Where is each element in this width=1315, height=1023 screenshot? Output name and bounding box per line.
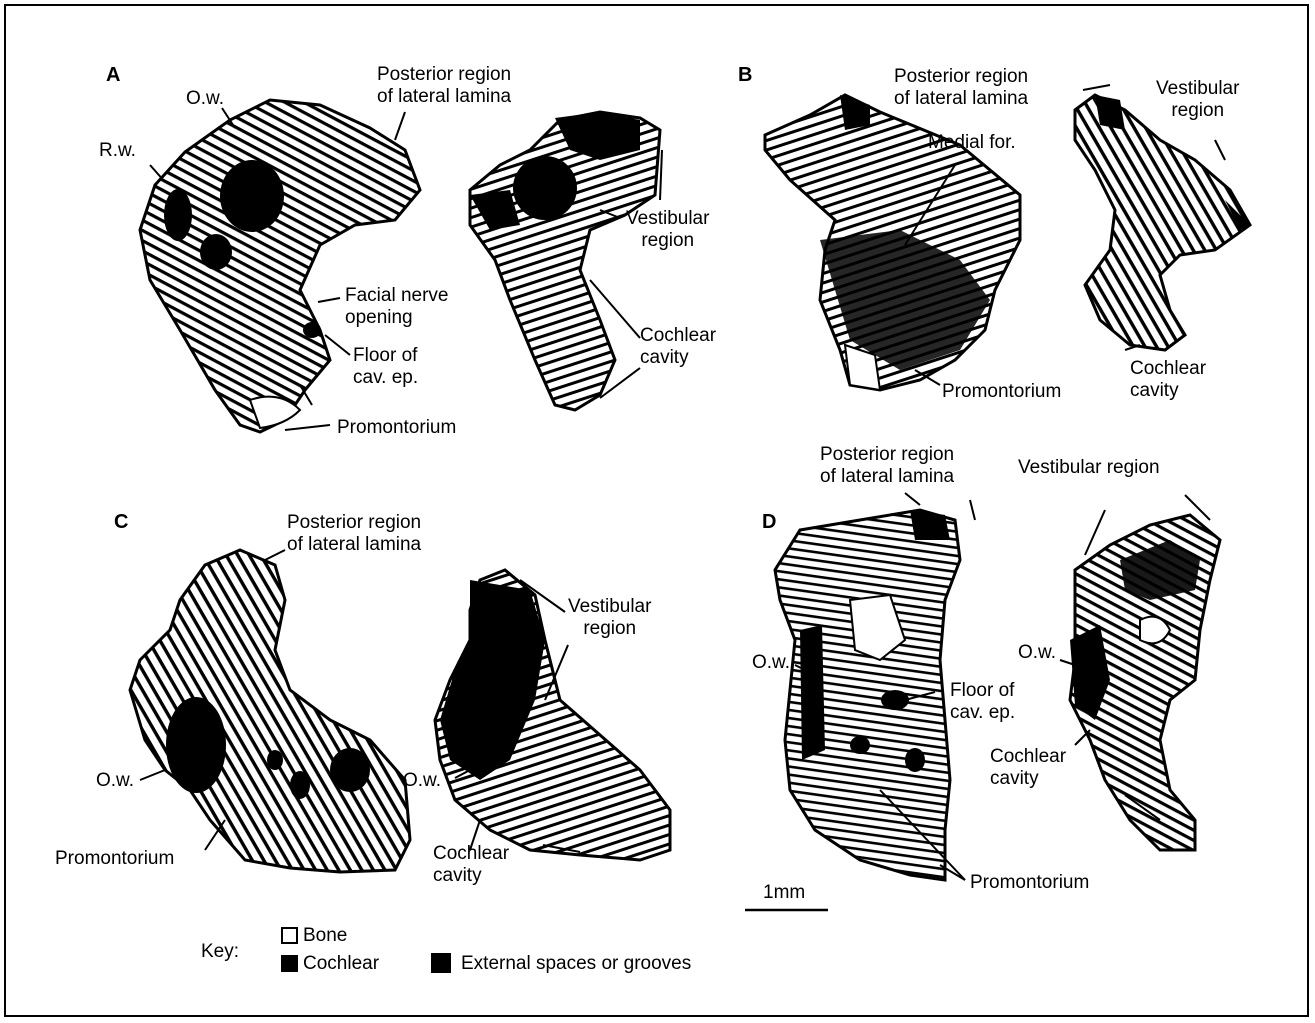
label-c-oval-window-right: O.w. [403,770,441,792]
label-c-promontorium: Promontorium [55,848,174,870]
label-a-floor-cav-ep: Floor of cav. ep. [353,345,418,389]
label-d-oval-window-left: O.w. [752,652,790,674]
panel-a-oval-window-spot [220,160,284,232]
key-bone-label: Bone [303,925,347,947]
label-c-oval-window-left: O.w. [96,770,134,792]
label-b-vestibular-region: Vestibular region [1156,78,1239,122]
key-cochlear-swatch [281,955,298,972]
key-title: Key: [201,941,239,963]
panel-label-d: D [762,511,776,534]
label-a-cochlear-cavity: Cochlear cavity [640,325,716,369]
key-external-swatch [431,953,451,973]
label-d-posterior-region: Posterior region of lateral lamina [820,444,954,488]
key-cochlear-label: Cochlear [303,953,379,975]
panel-label-b: B [738,64,752,87]
label-a-oval-window: O.w. [186,88,224,110]
key-bone-swatch [281,927,298,944]
label-a-promontorium: Promontorium [337,417,456,439]
scale-bar-label: 1mm [763,882,805,904]
label-a-posterior-region: Posterior region of lateral lamina [377,64,511,108]
label-b-posterior-region: Posterior region of lateral lamina [894,66,1028,110]
label-b-cochlear-cavity: Cochlear cavity [1130,358,1206,402]
panel-label-a: A [106,64,120,87]
label-c-posterior-region: Posterior region of lateral lamina [287,512,421,556]
label-a-round-window: R.w. [99,140,136,162]
label-d-oval-window-right: O.w. [1018,642,1056,664]
panel-d-medial-view [1070,515,1220,850]
key-external-label: External spaces or grooves [461,953,691,975]
label-c-vestibular-region: Vestibular region [568,596,651,640]
panel-a-medial-view [470,112,660,410]
label-c-cochlear-cavity: Cochlear cavity [433,843,509,887]
label-a-facial-nerve-opening: Facial nerve opening [345,285,449,329]
panel-d-lateral-view [775,510,960,880]
label-b-medial-foramen: Medial for. [928,132,1016,154]
label-a-vestibular-region: Vestibular region [626,208,709,252]
panel-c-lateral-view [130,550,410,872]
label-d-floor-cav-ep: Floor of cav. ep. [950,680,1015,724]
label-d-cochlear-cavity: Cochlear cavity [990,746,1066,790]
label-d-vestibular-region: Vestibular region [1018,457,1160,479]
panel-label-c: C [114,511,128,534]
label-b-promontorium: Promontorium [942,381,1061,403]
label-d-promontorium: Promontorium [970,872,1089,894]
panel-b-medial-view [1075,95,1250,350]
